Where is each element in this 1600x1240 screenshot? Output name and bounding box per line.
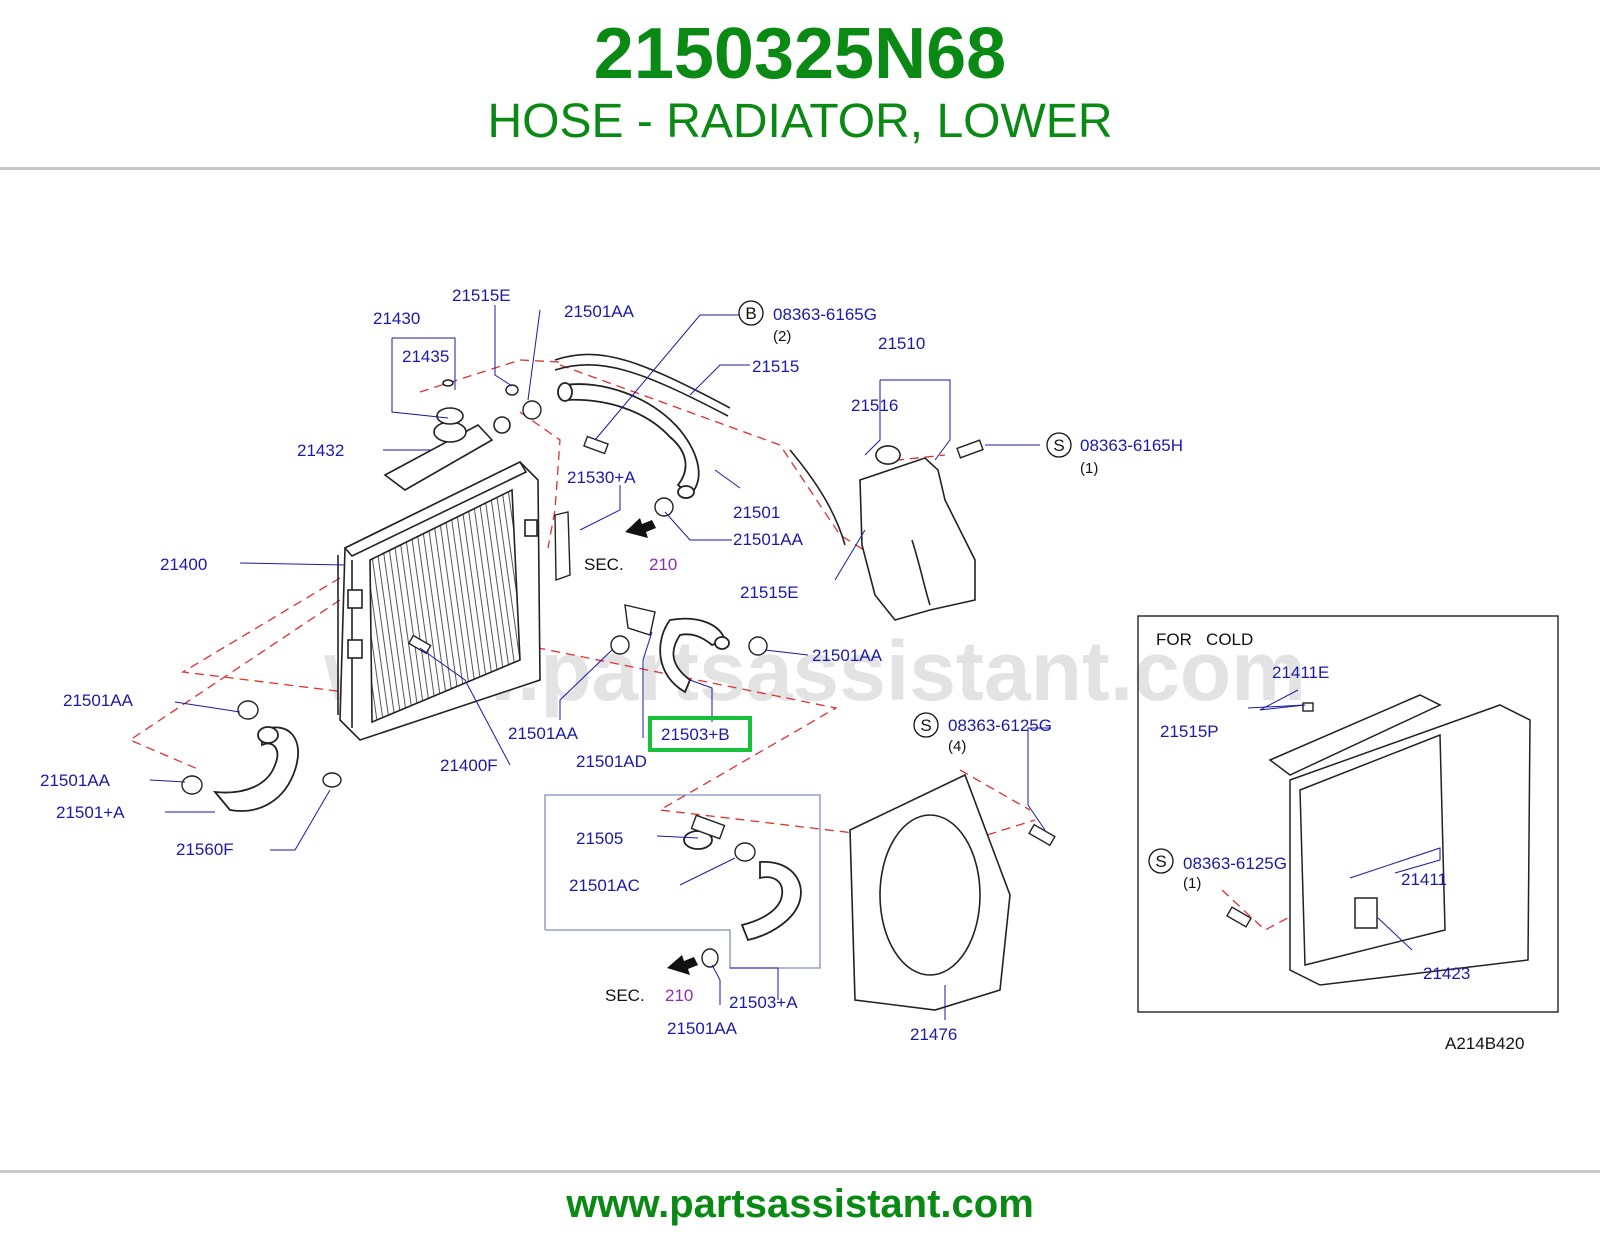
- radiator-core: [337, 460, 541, 741]
- quantity: (2): [773, 328, 791, 345]
- diagram-code: A214B420: [1445, 1034, 1524, 1053]
- footer-divider: [0, 1170, 1600, 1173]
- part-label: 21501AA: [812, 646, 883, 665]
- part-label: 21501AA: [40, 771, 111, 790]
- inset-radiator: [1268, 694, 1531, 986]
- inset-title: FOR COLD: [1156, 630, 1253, 649]
- bolt-icon: [1028, 823, 1056, 847]
- part-label: 21411E: [1272, 663, 1329, 682]
- part-label: 21501+A: [56, 803, 125, 822]
- part-label: 21530+A: [567, 468, 636, 487]
- clamp-icon: [701, 948, 719, 968]
- quantity: (4): [948, 738, 966, 755]
- part-label-highlighted: 21503+B: [661, 725, 730, 744]
- section-arrow-icon: [667, 955, 698, 975]
- bolt-icon: [1226, 906, 1252, 928]
- clamp-icon: [181, 775, 203, 795]
- part-label: 21423: [1423, 964, 1470, 983]
- part-label: 21501AC: [569, 876, 640, 895]
- part-label: 21515: [752, 357, 799, 376]
- part-number-title: 2150325N68: [593, 14, 1007, 94]
- bolts: [407, 435, 1314, 928]
- part-label: 21503+A: [729, 993, 798, 1012]
- quantity: (1): [1183, 875, 1201, 892]
- overflow-hose: [554, 353, 846, 546]
- part-label: 21411: [1401, 870, 1447, 889]
- clamp-icon: [610, 635, 630, 655]
- part-label: 21501: [733, 503, 780, 522]
- leader-lines: [149, 305, 1441, 1020]
- bolt-icon: [1302, 702, 1314, 712]
- part-label: 21505: [576, 829, 623, 848]
- part-label: 21516: [851, 396, 898, 415]
- part-label: 21501AA: [667, 1019, 738, 1038]
- upper-tank: [383, 379, 511, 491]
- section-ref-number: 210: [649, 555, 677, 574]
- part-label: 21400F: [440, 756, 498, 775]
- inset-frame: [1137, 615, 1559, 1013]
- section-ref-number: 210: [665, 986, 693, 1005]
- lower-hose-highlighted: [659, 617, 730, 694]
- section-arrow-icon: [625, 518, 656, 538]
- section-ref-text: SEC.: [605, 986, 645, 1005]
- clamp-icon: [237, 700, 259, 720]
- part-label: 21435: [402, 347, 449, 366]
- quantity: (1): [1080, 460, 1098, 477]
- clamp-icon: [654, 497, 674, 517]
- hose-clamps: [181, 384, 768, 968]
- footer-url-link[interactable]: www.partsassistant.com: [566, 1182, 1034, 1226]
- part-label: 21515E: [740, 583, 799, 602]
- fitting-21505-icon: [690, 814, 726, 840]
- part-label: 21400: [160, 555, 207, 574]
- clamp-icon: [522, 400, 542, 420]
- upper-hose: [557, 382, 700, 499]
- header: 2150325N68 HOSE - RADIATOR, LOWER: [0, 0, 1600, 168]
- part-label: 21501AA: [508, 724, 579, 743]
- bolt-icon: [583, 435, 609, 455]
- part-label: 21501AD: [576, 752, 647, 771]
- header-divider: [0, 167, 1600, 170]
- bolt-icon: [407, 634, 432, 655]
- clamp-icon: [734, 842, 756, 862]
- part-label: 21430: [373, 309, 420, 328]
- part-description: HOSE - RADIATOR, LOWER: [487, 95, 1113, 148]
- clamp-icon: [748, 636, 768, 656]
- part-label: 21476: [910, 1025, 957, 1044]
- part-label: 21501AA: [564, 302, 635, 321]
- clamp-icon: [505, 384, 519, 396]
- highlight-box: [648, 716, 752, 752]
- part-label: 08363-6125G: [1183, 854, 1287, 873]
- part-label: 21510: [878, 334, 925, 353]
- lower-left-hose: [212, 726, 299, 812]
- sub-hose: [683, 830, 802, 942]
- part-label: 08363-6125G: [948, 716, 1052, 735]
- reservoir-tank: [859, 445, 976, 621]
- part-label: 08363-6165H: [1080, 436, 1183, 455]
- bracket-21530a-icon: [554, 511, 571, 581]
- cap-21516-icon: [875, 445, 901, 465]
- part-label: 21515P: [1160, 722, 1219, 741]
- bolt-letter-b: B: [745, 304, 756, 323]
- part-label: 21560F: [176, 840, 234, 859]
- part-label: 08363-6165G: [773, 305, 877, 324]
- misc-parts: [322, 445, 901, 840]
- bolt-letter-s: S: [1053, 436, 1064, 455]
- bolt-letter-s: S: [920, 716, 931, 735]
- part-label: 21501AA: [733, 530, 804, 549]
- bolt-letter-s: S: [1155, 852, 1166, 871]
- part-label: 21501AA: [63, 691, 134, 710]
- mount-21560f-icon: [322, 772, 342, 788]
- fan-shroud: [849, 773, 1011, 1011]
- part-label: 21515E: [452, 286, 511, 305]
- sub-assembly-frame: [544, 794, 821, 969]
- bracket-21501ad-icon: [624, 604, 656, 636]
- section-ref-text: SEC.: [584, 555, 624, 574]
- bolt-badges: [738, 300, 1174, 874]
- part-label: 21432: [297, 441, 344, 460]
- bolt-icon: [956, 439, 984, 459]
